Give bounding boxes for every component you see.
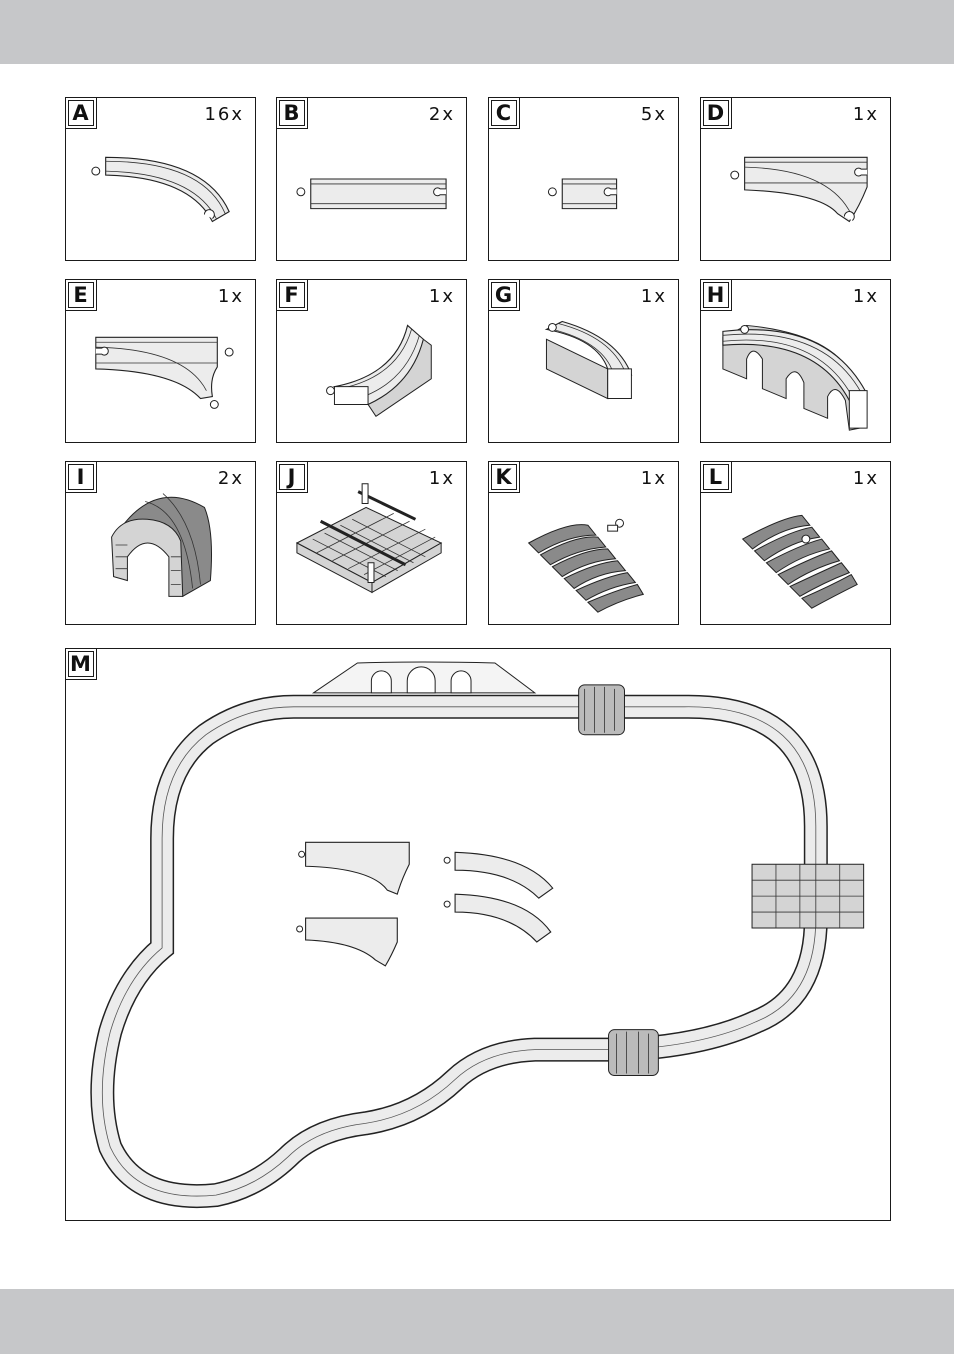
ascending-ramp-icon — [277, 280, 466, 442]
curved-track-icon — [66, 98, 255, 260]
part-quantity: 1x — [428, 286, 455, 307]
part-quantity: 2x — [428, 104, 455, 125]
track-layout-diagram-icon — [66, 649, 890, 1220]
part-panel-c: C 5x — [487, 96, 679, 261]
part-letter: H — [699, 278, 732, 311]
part-letter: K — [487, 460, 520, 493]
part-quantity: 5x — [640, 104, 667, 125]
switch-track-right-icon — [66, 280, 255, 442]
part-quantity: 1x — [428, 468, 455, 489]
switch-track-left-icon — [701, 98, 890, 260]
part-letter: I — [64, 460, 97, 493]
part-letter: F — [275, 278, 308, 311]
part-quantity: 1x — [852, 104, 879, 125]
part-panel-b: B 2x — [275, 96, 467, 261]
footer-band — [0, 1289, 954, 1354]
level-crossing-icon — [277, 462, 466, 624]
part-letter: B — [275, 96, 308, 129]
part-letter: A — [64, 96, 97, 129]
part-quantity: 1x — [852, 286, 879, 307]
part-letter: E — [64, 278, 97, 311]
flexible-track-icon — [701, 462, 890, 624]
part-panel-a: A 16x — [64, 96, 256, 261]
part-panel-h: H 1x — [699, 278, 891, 443]
part-quantity: 1x — [852, 468, 879, 489]
part-letter: G — [487, 278, 520, 311]
part-letter: J — [275, 460, 308, 493]
part-letter: D — [699, 96, 732, 129]
part-panel-f: F 1x — [275, 278, 467, 443]
short-straight-track-icon — [489, 98, 678, 260]
part-quantity: 1x — [640, 286, 667, 307]
part-panel-l: L 1x — [699, 460, 891, 625]
part-letter: C — [487, 96, 520, 129]
layout-letter: M — [64, 647, 97, 680]
header-band — [0, 0, 954, 64]
part-panel-d: D 1x — [699, 96, 891, 261]
descending-ramp-icon — [489, 280, 678, 442]
tunnel-icon — [66, 462, 255, 624]
part-quantity: 1x — [217, 286, 244, 307]
part-panel-e: E 1x — [64, 278, 256, 443]
part-quantity: 16x — [204, 104, 244, 125]
part-quantity: 2x — [217, 468, 244, 489]
layout-panel-m: M — [64, 647, 891, 1221]
part-panel-k: K 1x — [487, 460, 679, 625]
part-panel-g: G 1x — [487, 278, 679, 443]
flexible-track-icon — [489, 462, 678, 624]
part-panel-j: J 1x — [275, 460, 467, 625]
part-quantity: 1x — [640, 468, 667, 489]
long-straight-track-icon — [277, 98, 466, 260]
arch-bridge-icon — [701, 280, 890, 442]
part-panel-i: I 2x — [64, 460, 256, 625]
part-letter: L — [699, 460, 732, 493]
